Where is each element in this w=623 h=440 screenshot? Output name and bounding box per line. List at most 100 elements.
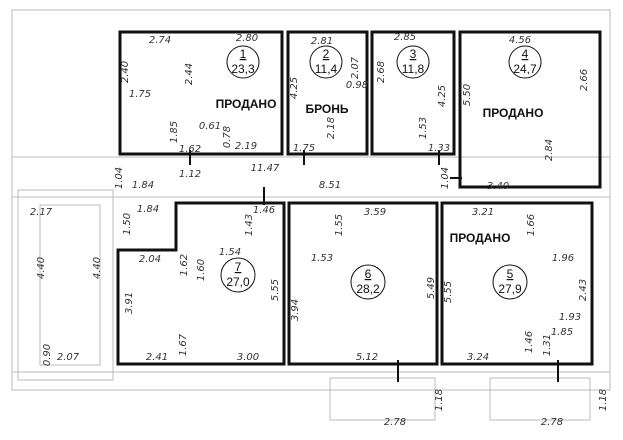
room-number: 5 [507, 267, 514, 281]
dimension-label: 1.55 [334, 214, 345, 236]
dimension-label: 1.62 [179, 144, 201, 155]
room-2[interactable] [286, 30, 369, 156]
dimension-label: 1.93 [559, 312, 581, 323]
dimension-label: 1.46 [253, 205, 275, 216]
dimension-label: 3.59 [364, 207, 386, 218]
dimension-label: 3.94 [290, 299, 301, 321]
dimension-label: 2.04 [139, 254, 161, 265]
dimension-label: 3.40 [487, 181, 509, 192]
dimension-label: 1.53 [311, 253, 333, 264]
room-3-label: 3 11,8 [396, 45, 430, 79]
dimension-label: 5.12 [356, 352, 378, 363]
room-1-label: 1 23,3 ПРОДАНО [216, 45, 277, 111]
dimension-label: 2.80 [236, 33, 258, 44]
dimension-label: 1.54 [219, 247, 241, 258]
dimension-label: 5.55 [443, 281, 454, 303]
dimension-label: 1.84 [132, 180, 154, 191]
room-7[interactable] [116, 201, 286, 366]
room-5-label: 5 27,9 ПРОДАНО [450, 231, 528, 300]
room-number: 2 [323, 47, 330, 61]
dimension-label: 1.12 [179, 169, 201, 180]
dimension-label: 2.78 [384, 417, 406, 428]
dimension-label: 0.98 [346, 80, 368, 91]
room-number: 3 [410, 47, 417, 61]
dimension-label: 1.50 [122, 213, 133, 235]
dimension-label: 4.25 [289, 77, 300, 99]
room-labels: 1 23,3 ПРОДАНО 2 11,4 БРОНЬ 3 11,8 4 24,… [216, 45, 544, 300]
dimension-label: 11.47 [251, 163, 280, 174]
dimension-label: 1.31 [542, 334, 553, 356]
dimension-label: 2.17 [30, 207, 53, 218]
dimension-label: 1.46 [524, 331, 535, 353]
dimension-label: 2.07 [57, 352, 80, 363]
room-6[interactable] [287, 201, 439, 366]
dimension-label: 1.75 [293, 143, 315, 154]
dimension-label: 1.67 [178, 333, 189, 356]
dimension-label: 1.43 [244, 214, 255, 236]
room-7-label: 7 27,0 [220, 257, 256, 293]
dimension-label: 4.40 [92, 257, 103, 279]
dimension-label: 0.78 [222, 126, 233, 148]
dimension-label: 3.21 [472, 207, 494, 218]
dimension-label: 2.81 [311, 36, 333, 47]
dimension-label: 2.19 [235, 141, 257, 152]
dimension-label: 1.33 [428, 143, 450, 154]
dimension-label: 1.62 [179, 254, 190, 276]
room-area: 27,0 [226, 275, 250, 289]
dimension-label: 1.18 [434, 389, 445, 411]
room-2-label: 2 11,4 БРОНЬ [305, 45, 349, 116]
dimension-label: 3.24 [467, 352, 489, 363]
dimension-label: 2.40 [120, 61, 131, 83]
dimension-label: 1.84 [137, 204, 159, 215]
room-5[interactable] [440, 201, 594, 366]
room-outlines [116, 30, 602, 382]
dimension-label: 1.66 [526, 214, 537, 236]
dimension-label: 1.04 [440, 167, 451, 189]
room-area: 23,3 [231, 62, 255, 76]
dimension-label: 8.51 [319, 180, 341, 191]
room-status: ПРОДАНО [483, 106, 544, 120]
dimension-label: 5.49 [426, 277, 437, 299]
dimension-label: 5.55 [270, 279, 281, 301]
room-area: 11,4 [315, 62, 338, 76]
dimension-label: 0.90 [42, 344, 53, 366]
room-status: БРОНЬ [305, 102, 348, 116]
room-area: 27,9 [498, 282, 522, 296]
room-area: 28,2 [356, 282, 380, 296]
dimension-label: 1.18 [598, 389, 609, 411]
dimension-label: 2.07 [350, 56, 361, 79]
room-status: ПРОДАНО [216, 97, 277, 111]
dimension-label: 4.56 [509, 35, 531, 46]
dimension-label: 1.75 [129, 89, 151, 100]
dimension-label: 1.60 [196, 259, 207, 281]
dimension-label: 2.74 [149, 35, 171, 46]
dimension-label: 4.25 [437, 85, 448, 107]
dimension-label: 1.04 [114, 167, 125, 189]
dimension-label: 2.44 [184, 63, 195, 85]
dimension-label: 2.78 [541, 417, 563, 428]
dimension-label: 1.85 [169, 121, 180, 143]
room-3[interactable] [370, 30, 456, 156]
dimension-label: 2.41 [146, 352, 168, 363]
room-number: 7 [235, 260, 242, 274]
dimension-label: 5.50 [462, 84, 473, 106]
room-number: 6 [365, 267, 372, 281]
dimension-label: 3.00 [237, 352, 259, 363]
dimension-label: 2.66 [579, 69, 590, 91]
dimension-label: 4.40 [36, 257, 47, 279]
room-1[interactable] [118, 30, 284, 156]
background-walls [11, 9, 611, 421]
dimension-label: 2.85 [394, 32, 416, 43]
room-4[interactable] [458, 30, 602, 189]
dimension-label: 1.96 [552, 253, 574, 264]
dimension-label: 3.91 [124, 292, 135, 314]
room-area: 24,7 [513, 62, 537, 76]
room-number: 1 [240, 47, 247, 61]
room-area: 11,8 [402, 62, 425, 76]
room-status: ПРОДАНО [450, 231, 511, 245]
room-number: 4 [522, 47, 529, 61]
dimension-label: 0.61 [199, 121, 221, 132]
dimension-label: 1.53 [418, 117, 429, 139]
